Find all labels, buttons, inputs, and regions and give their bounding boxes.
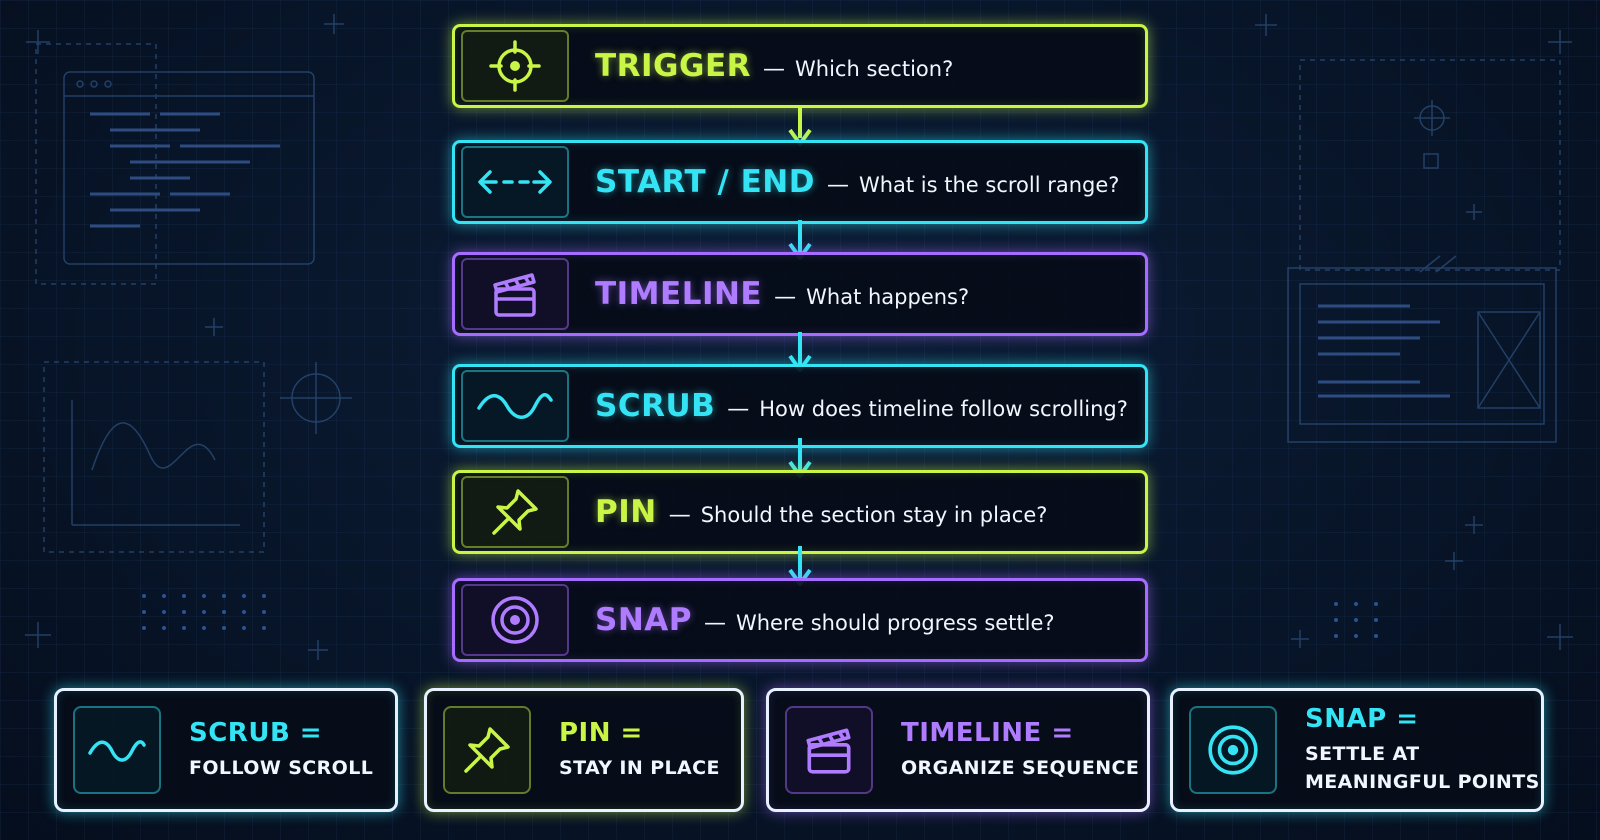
step-dash: — (763, 57, 785, 82)
step-keyword: SCRUB (595, 388, 716, 424)
card-icon-box (443, 706, 531, 794)
summary-card-scrub: SCRUB = FOLLOW SCROLL (54, 688, 398, 812)
step-question: Where should progress settle? (735, 611, 1055, 635)
card-title: PIN = (559, 718, 643, 748)
card-description: ORGANIZE SEQUENCE (901, 757, 1140, 779)
summary-card-pin: PIN = STAY IN PLACE (424, 688, 744, 812)
step-dash: — (774, 285, 797, 310)
card-title: TIMELINE = (901, 718, 1074, 748)
step-icon-box (461, 258, 569, 330)
step-icon-box (461, 476, 569, 548)
clapperboard-icon (493, 273, 536, 317)
step-icon-box (461, 584, 569, 656)
step-keyword: TIMELINE (595, 276, 763, 312)
target-icon (491, 596, 539, 644)
card-icon-box (73, 706, 161, 794)
step-snap: SNAP — Where should progress settle? (452, 578, 1148, 662)
step-dash: — (826, 173, 849, 198)
step-pin: PIN — Should the section stay in place? (452, 470, 1148, 554)
summary-card-snap: SNAP = SETTLE AT MEANINGFUL POINTS (1170, 688, 1544, 812)
target-icon (1208, 725, 1258, 775)
card-title: SCRUB = (189, 718, 323, 748)
card-description: FOLLOW SCROLL (189, 757, 374, 779)
step-icon-box (461, 30, 569, 102)
step-question: How does timeline follow scrolling? (759, 397, 1128, 421)
step-question: What happens? (806, 285, 970, 309)
pushpin-icon (492, 489, 538, 535)
pushpin-icon (464, 727, 510, 773)
step-icon-box (461, 370, 569, 442)
step-trigger: TRIGGER — Which section? (452, 24, 1148, 108)
step-dash: — (668, 503, 691, 528)
step-keyword: PIN (595, 494, 657, 530)
wave-icon (88, 740, 146, 762)
card-description-line-2: MEANINGFUL POINTS (1305, 771, 1540, 793)
card-title: SNAP = (1305, 704, 1419, 734)
step-icon-box (461, 146, 569, 218)
double-arrow-icon (478, 170, 552, 194)
step-dash: — (703, 611, 726, 636)
card-description: STAY IN PLACE (559, 757, 720, 779)
clapperboard-icon (806, 728, 851, 774)
step-keyword: START / END (595, 164, 815, 200)
summary-card-timeline: TIMELINE = ORGANIZE SEQUENCE (766, 688, 1150, 812)
step-question: Should the section stay in place? (700, 503, 1048, 527)
wave-icon (477, 393, 553, 419)
step-keyword: SNAP (595, 602, 692, 638)
card-icon-box (1189, 706, 1277, 794)
step-timeline: TIMELINE — What happens? (452, 252, 1148, 336)
card-icon-box (785, 706, 873, 794)
crosshair-icon (489, 40, 541, 92)
card-description-line-1: SETTLE AT (1305, 743, 1420, 765)
step-scrub: SCRUB — How does timeline follow scrolli… (452, 364, 1148, 448)
step-question: What is the scroll range? (858, 173, 1120, 197)
step-question: Which section? (795, 57, 954, 81)
step-dash: — (727, 397, 750, 422)
step-keyword: TRIGGER (595, 48, 751, 84)
step-start-end: START / END — What is the scroll range? (452, 140, 1148, 224)
